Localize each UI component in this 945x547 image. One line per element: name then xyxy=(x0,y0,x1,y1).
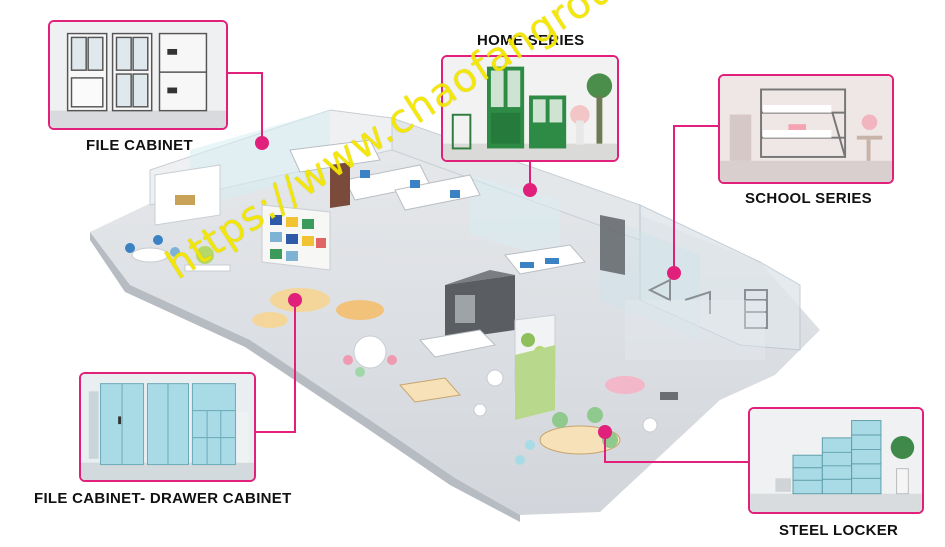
file-cabinet-thumbnail xyxy=(48,20,228,130)
desk-cluster xyxy=(289,139,481,211)
file-cabinet-drawer-label: FILE CABINET- DRAWER CABINET xyxy=(34,490,292,507)
home-series-thumbnail xyxy=(441,55,619,162)
glass-partition-2 xyxy=(470,175,560,260)
home-series-label: HOME SERIES xyxy=(477,32,585,49)
glass-wall-gym xyxy=(639,204,801,351)
school-series-thumbnail xyxy=(718,74,894,184)
gym-equipment xyxy=(647,278,768,329)
right-office xyxy=(504,215,768,360)
school-series-label: SCHOOL SERIES xyxy=(745,190,872,207)
floor-edge xyxy=(90,232,520,522)
file-cabinet-label: FILE CABINET xyxy=(86,137,193,154)
lounge-area xyxy=(252,288,397,377)
steel-locker-label: STEEL LOCKER xyxy=(779,522,899,539)
callout-dots xyxy=(255,136,681,439)
file-cabinet-drawer-thumbnail xyxy=(79,372,256,482)
steel-locker-thumbnail xyxy=(748,407,924,514)
left-seating xyxy=(125,164,231,272)
cafe-area xyxy=(399,345,678,465)
glass-partition-1 xyxy=(190,110,330,210)
cubby-shelf xyxy=(261,204,331,271)
